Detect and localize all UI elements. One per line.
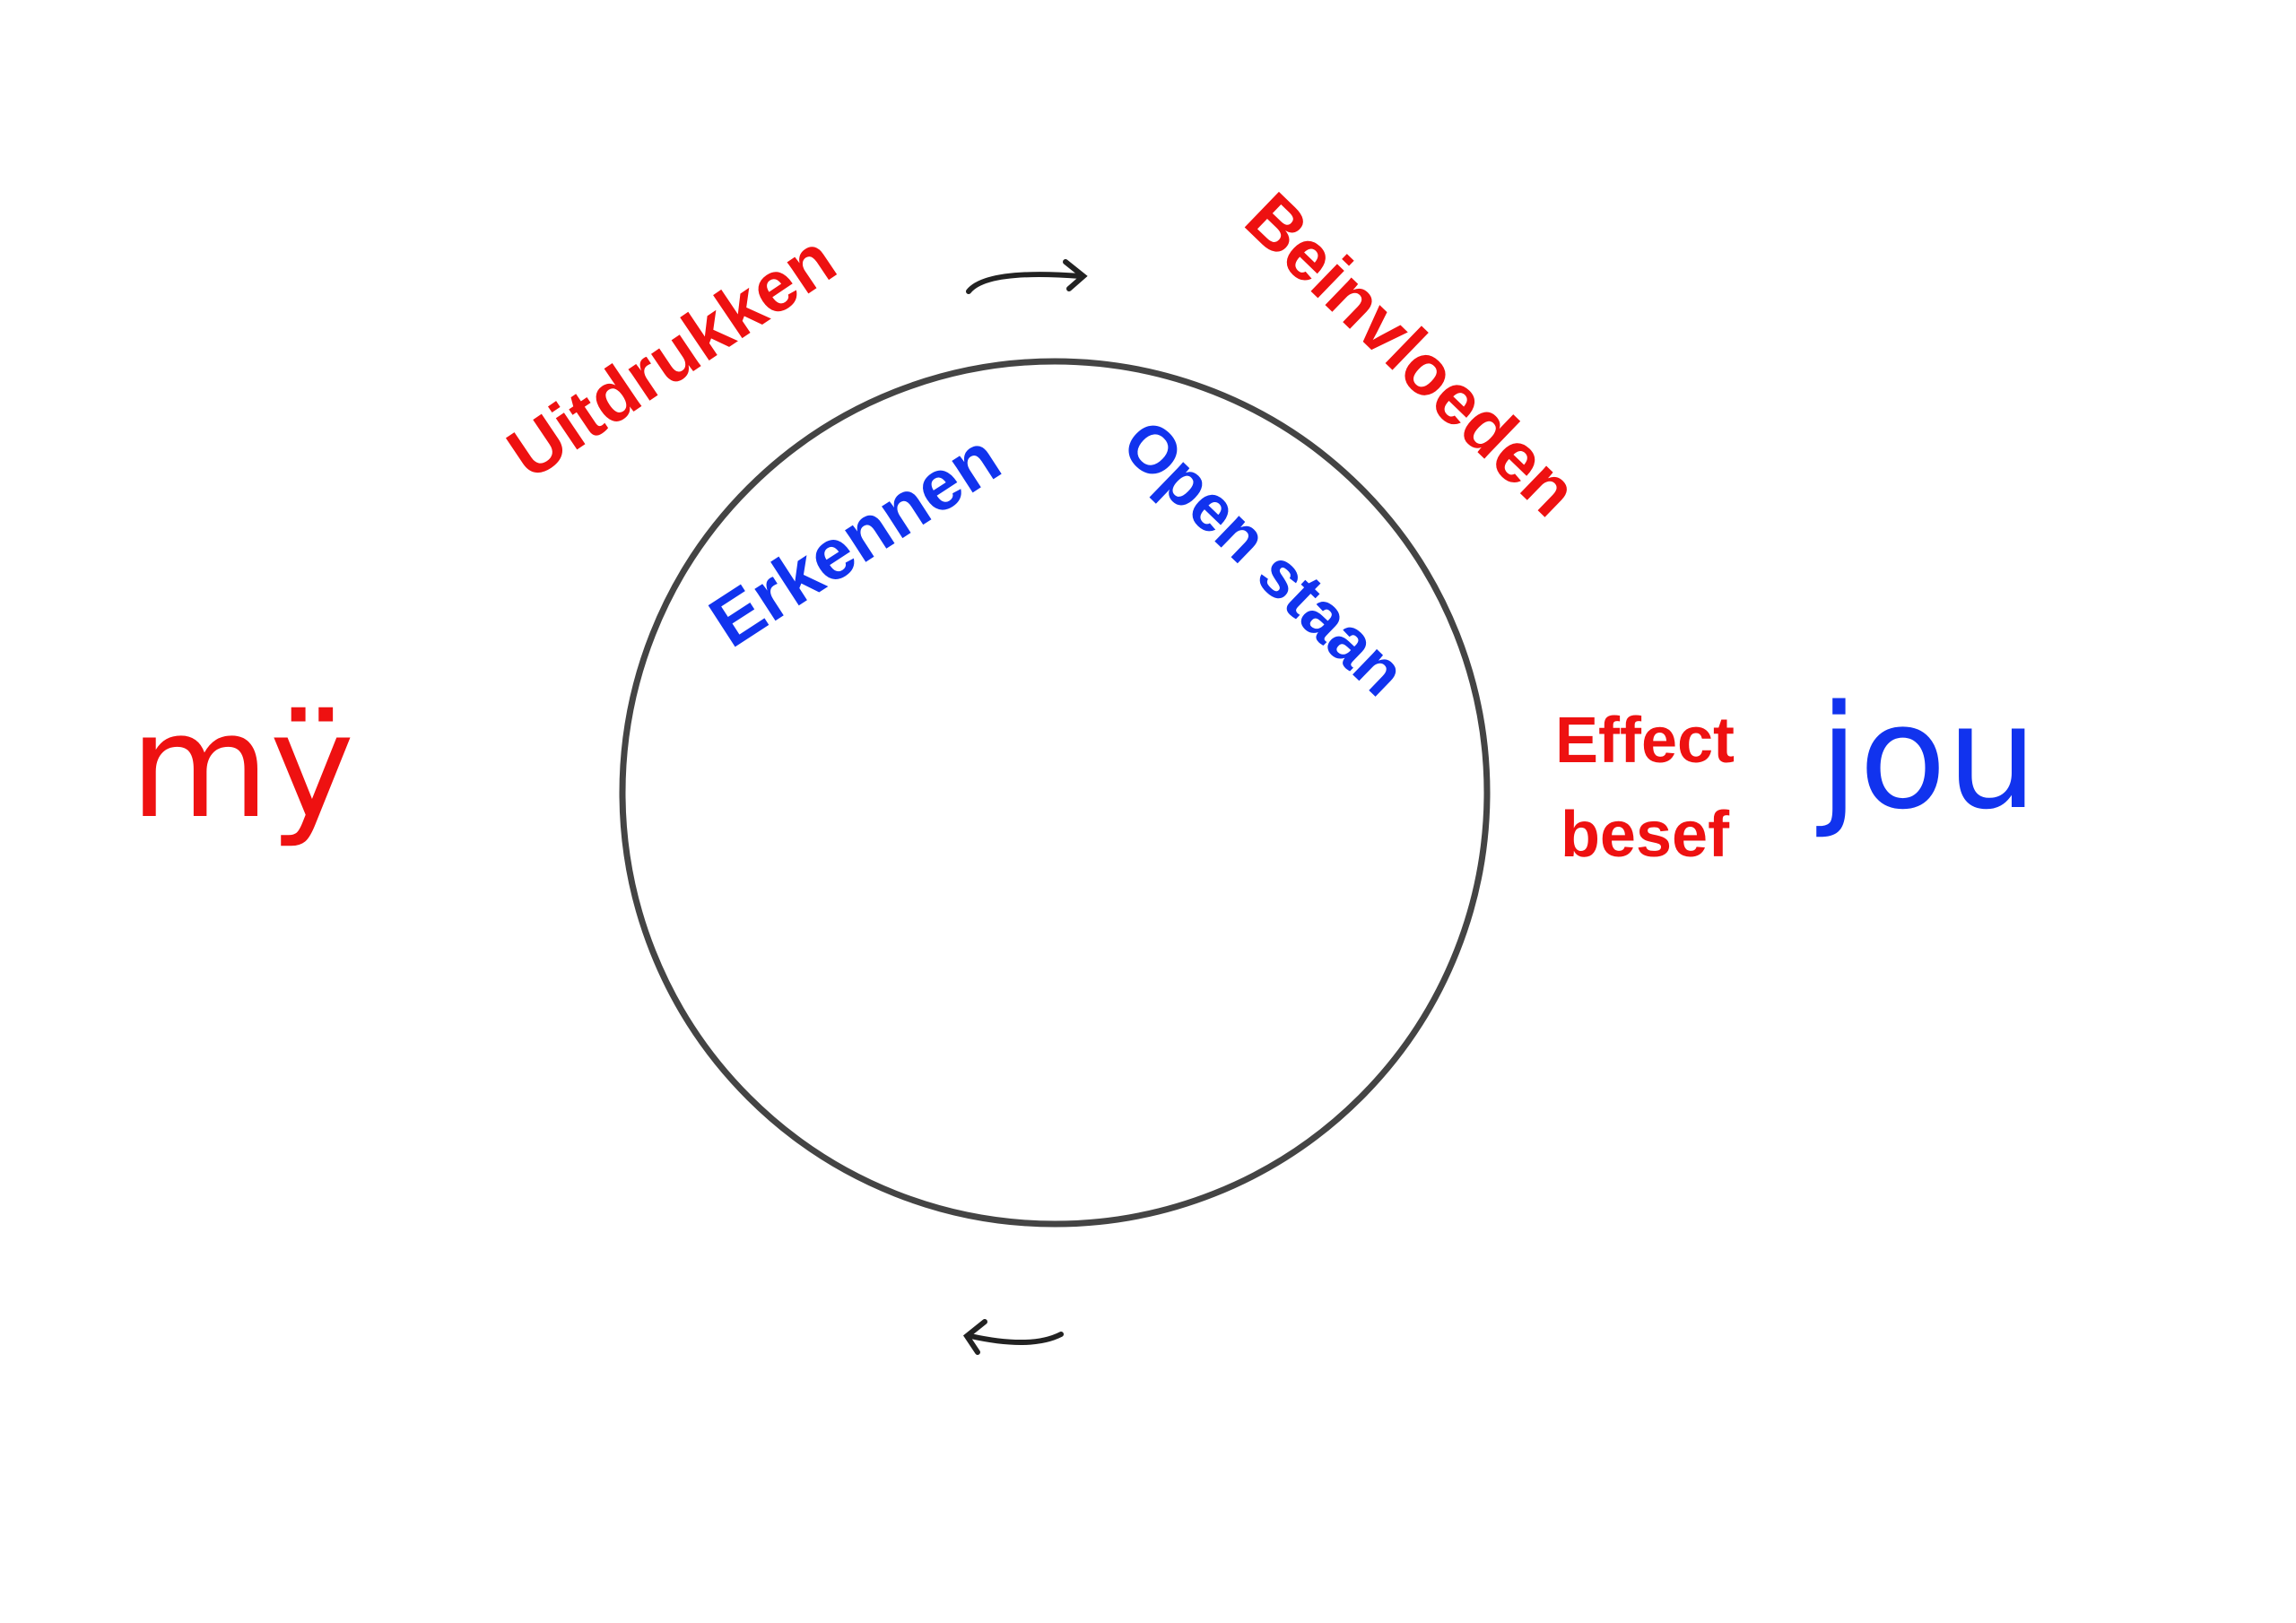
arrow-left-icon [962,1319,1064,1355]
label-open-staan: Open staan [1109,405,1421,710]
arrow-right-icon [966,259,1088,294]
label-besef: besef [1561,799,1730,871]
label-beinvloeden: Beinvloeden [1231,178,1593,531]
label-mij: mÿ [130,682,355,850]
label-jou: jou [1816,673,2038,841]
cycle-circle [619,358,1491,1228]
label-erkennen: Erkennen [696,417,1013,662]
label-uitdrukken: Uitdrukken [494,218,849,493]
label-effect: Effect [1555,705,1735,777]
